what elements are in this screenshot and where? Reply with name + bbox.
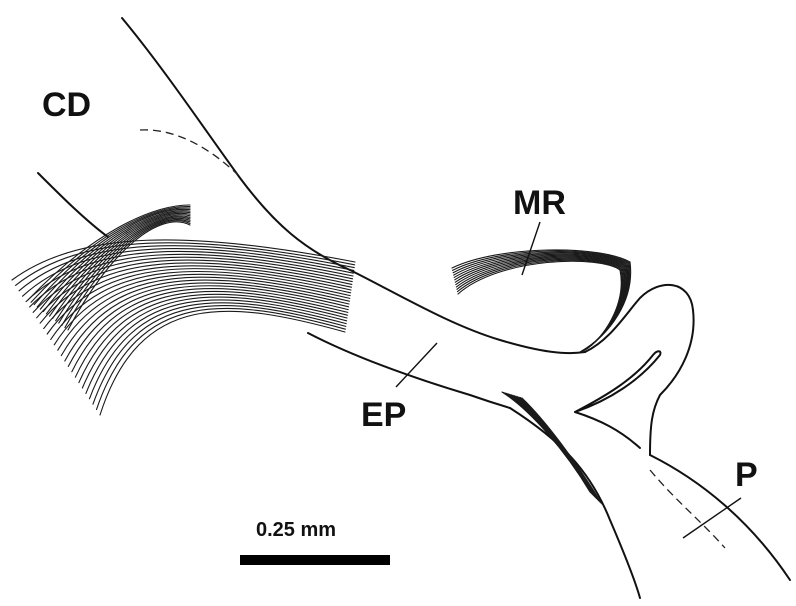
p-connector bbox=[575, 412, 640, 448]
fibers-left-bundle bbox=[12, 205, 355, 415]
mr-leader-line bbox=[522, 222, 540, 275]
scale-bar-label: 0.25 mm bbox=[256, 519, 336, 542]
label-mr: MR bbox=[513, 186, 566, 220]
muscle-fiber-line bbox=[502, 392, 590, 492]
muscle-fiber-line bbox=[456, 258, 623, 350]
p-left-outline bbox=[510, 408, 640, 598]
label-p: P bbox=[735, 458, 758, 492]
scale-bar bbox=[240, 555, 390, 565]
p-leader-line bbox=[683, 498, 741, 538]
ep-leader-line bbox=[396, 343, 437, 387]
label-ep: EP bbox=[361, 398, 406, 432]
muscle-fiber-line bbox=[452, 250, 631, 352]
p-dashed-boundary bbox=[650, 470, 725, 548]
cd-dashed-boundary bbox=[140, 130, 238, 175]
p-right-outline bbox=[650, 455, 790, 580]
muscle-fiber-line bbox=[505, 393, 592, 494]
cd-lower-outline bbox=[38, 173, 108, 237]
muscle-fiber-line bbox=[93, 306, 346, 405]
muscle-fiber-line bbox=[504, 392, 591, 492]
fibers-lower-bundle bbox=[502, 392, 602, 504]
fibers-mr-bundle bbox=[452, 250, 631, 352]
cd-outer-outline bbox=[122, 18, 350, 270]
muscle-fiber-line bbox=[457, 260, 622, 350]
label-cd: CD bbox=[42, 88, 91, 122]
ep-lower-outline bbox=[308, 333, 510, 408]
p-inner-slit bbox=[575, 351, 660, 412]
muscle-fiber-line bbox=[453, 252, 629, 352]
muscle-fiber-line bbox=[456, 257, 625, 350]
muscle-fiber-line bbox=[100, 311, 345, 415]
muscle-fiber-line bbox=[96, 308, 345, 409]
